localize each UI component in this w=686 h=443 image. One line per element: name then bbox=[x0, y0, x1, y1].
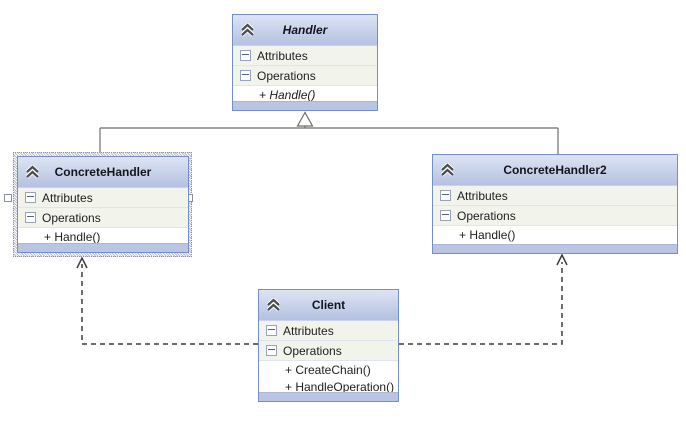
attributes-label: Attributes bbox=[457, 188, 508, 203]
operations-section-row[interactable]: Operations bbox=[18, 208, 188, 228]
operation-item[interactable]: + Handle() bbox=[18, 228, 188, 245]
class-title: Client bbox=[311, 298, 346, 312]
box-footer bbox=[233, 101, 377, 110]
collapse-minus-icon[interactable] bbox=[266, 345, 277, 356]
attributes-section-row[interactable]: Attributes bbox=[433, 186, 677, 206]
collapse-chevron-icon[interactable] bbox=[240, 23, 255, 37]
operations-label: Operations bbox=[283, 343, 342, 358]
collapse-chevron-icon[interactable] bbox=[440, 163, 455, 177]
box-footer bbox=[433, 244, 677, 253]
open-arrowhead bbox=[76, 256, 88, 269]
collapse-minus-icon[interactable] bbox=[240, 50, 251, 61]
operation-item[interactable]: + HandleOperation() bbox=[259, 378, 398, 395]
operations-section-row[interactable]: Operations bbox=[259, 341, 398, 361]
operations-section-row[interactable]: Operations bbox=[233, 66, 377, 86]
class-header: Client bbox=[259, 290, 398, 321]
attributes-section-row[interactable]: Attributes bbox=[18, 188, 188, 208]
operation-item[interactable]: + Handle() bbox=[433, 226, 677, 243]
attributes-section-row[interactable]: Attributes bbox=[259, 321, 398, 341]
collapse-minus-icon[interactable] bbox=[440, 210, 451, 221]
attributes-label: Attributes bbox=[42, 190, 93, 205]
collapse-minus-icon[interactable] bbox=[25, 212, 36, 223]
attributes-label: Attributes bbox=[283, 323, 334, 338]
hollow-triangle-arrowhead bbox=[296, 111, 314, 127]
class-title: ConcreteHandler bbox=[54, 165, 152, 179]
inheritance-connector[interactable] bbox=[99, 111, 559, 155]
class-title: Handler bbox=[282, 23, 328, 37]
box-footer bbox=[259, 392, 398, 401]
collapse-minus-icon[interactable] bbox=[440, 190, 451, 201]
class-client[interactable]: Client Attributes Operations + CreateCha… bbox=[258, 289, 399, 402]
class-header: ConcreteHandler bbox=[18, 157, 188, 188]
operation-item[interactable]: + Handle() bbox=[233, 86, 377, 103]
class-title: ConcreteHandler2 bbox=[503, 163, 607, 177]
collapse-minus-icon[interactable] bbox=[266, 325, 277, 336]
collapse-chevron-icon[interactable] bbox=[25, 165, 40, 179]
selection-handle-left[interactable] bbox=[4, 194, 12, 202]
operations-label: Operations bbox=[457, 208, 516, 223]
collapse-chevron-icon[interactable] bbox=[266, 298, 281, 312]
collapse-minus-icon[interactable] bbox=[240, 70, 251, 81]
open-arrowhead bbox=[556, 253, 568, 266]
class-header: Handler bbox=[233, 15, 377, 46]
attributes-label: Attributes bbox=[257, 48, 308, 63]
operations-label: Operations bbox=[257, 68, 316, 83]
class-header: ConcreteHandler2 bbox=[433, 155, 677, 186]
class-concretehandler[interactable]: ConcreteHandler Attributes Operations + … bbox=[17, 156, 189, 253]
operations-section-row[interactable]: Operations bbox=[433, 206, 677, 226]
operations-label: Operations bbox=[42, 210, 101, 225]
class-handler[interactable]: Handler Attributes Operations + Handle() bbox=[232, 14, 378, 111]
box-footer bbox=[18, 243, 188, 252]
dependency-connector-right[interactable] bbox=[399, 253, 568, 345]
operation-item[interactable]: + CreateChain() bbox=[259, 361, 398, 378]
class-concretehandler2[interactable]: ConcreteHandler2 Attributes Operations +… bbox=[432, 154, 678, 254]
collapse-minus-icon[interactable] bbox=[25, 192, 36, 203]
attributes-section-row[interactable]: Attributes bbox=[233, 46, 377, 66]
dependency-connector-left[interactable] bbox=[76, 256, 258, 345]
